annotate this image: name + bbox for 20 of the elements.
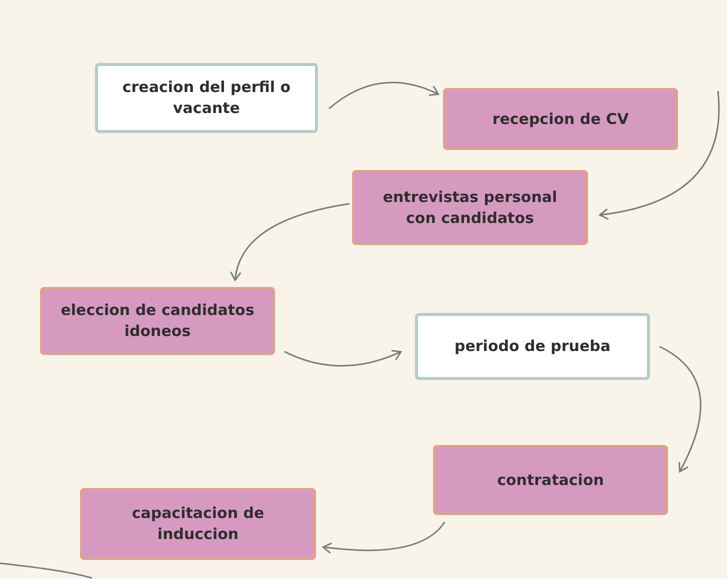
process-box <box>80 488 316 560</box>
step-label: creacion del perfil o vacante <box>121 77 292 119</box>
curved-arrow <box>284 350 402 367</box>
process-box <box>443 88 678 150</box>
step-label: recepcion de CV <box>492 108 629 130</box>
step-label: contratacion <box>497 470 604 490</box>
step-label: eleccion de candidatos idoneos <box>60 300 256 342</box>
curved-arrow <box>328 82 440 110</box>
step-label: periodo de prueba <box>454 336 610 357</box>
curved-arrow <box>230 203 350 281</box>
process-box <box>40 287 275 355</box>
curved-arrow <box>599 91 720 220</box>
process-box <box>433 445 668 515</box>
process-box <box>352 170 588 245</box>
step-label: entrevistas personal con candidatos <box>382 186 558 228</box>
curved-arrow <box>322 522 446 554</box>
process-box <box>415 313 650 380</box>
curved-arrow <box>659 346 702 472</box>
step-label: capacitacion de induccion <box>130 503 266 545</box>
process-box <box>95 63 318 133</box>
